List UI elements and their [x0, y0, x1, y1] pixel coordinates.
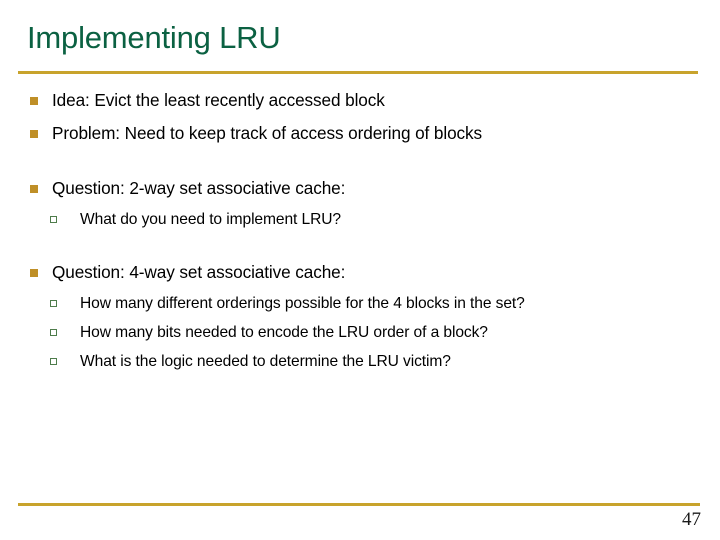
sub-bullet-text: What do you need to implement LRU?	[80, 211, 341, 228]
filled-square-bullet-icon	[30, 269, 38, 277]
hollow-square-bullet-icon	[50, 358, 57, 365]
bullet-item-problem: Problem: Need to keep track of access or…	[0, 117, 720, 150]
sub-bullet-item-bits-needed: How many bits needed to encode the LRU o…	[0, 318, 720, 347]
bullet-item-question-2way: Question: 2-way set associative cache:	[0, 172, 720, 205]
filled-square-bullet-icon	[30, 185, 38, 193]
filled-square-bullet-icon	[30, 130, 38, 138]
bullet-text: Problem: Need to keep track of access or…	[52, 123, 483, 143]
title-divider-rule	[18, 71, 698, 74]
slide-body: Idea: Evict the least recently accessed …	[0, 84, 720, 376]
filled-square-bullet-icon	[30, 97, 38, 105]
sub-bullet-text: What is the logic needed to determine th…	[80, 353, 451, 370]
hollow-square-bullet-icon	[50, 216, 57, 223]
sub-bullet-item-implement-lru: What do you need to implement LRU?	[0, 205, 720, 234]
bullet-text: Question: 4-way set associative cache:	[52, 262, 346, 282]
bullet-text: Idea: Evict the least recently accessed …	[52, 90, 385, 110]
slide-title: Implementing LRU	[27, 20, 281, 55]
sub-bullet-text: How many bits needed to encode the LRU o…	[80, 324, 488, 341]
group-spacer	[0, 234, 720, 256]
footer-divider-rule	[18, 503, 700, 506]
sub-bullet-text: How many different orderings possible fo…	[80, 295, 525, 312]
bullet-item-question-4way: Question: 4-way set associative cache:	[0, 256, 720, 289]
hollow-square-bullet-icon	[50, 300, 57, 307]
page-number: 47	[682, 509, 701, 530]
hollow-square-bullet-icon	[50, 329, 57, 336]
group-spacer	[0, 150, 720, 172]
sub-bullet-item-orderings: How many different orderings possible fo…	[0, 289, 720, 318]
bullet-text: Question: 2-way set associative cache:	[52, 178, 346, 198]
sub-bullet-item-lru-victim-logic: What is the logic needed to determine th…	[0, 347, 720, 376]
bullet-item-idea: Idea: Evict the least recently accessed …	[0, 84, 720, 117]
